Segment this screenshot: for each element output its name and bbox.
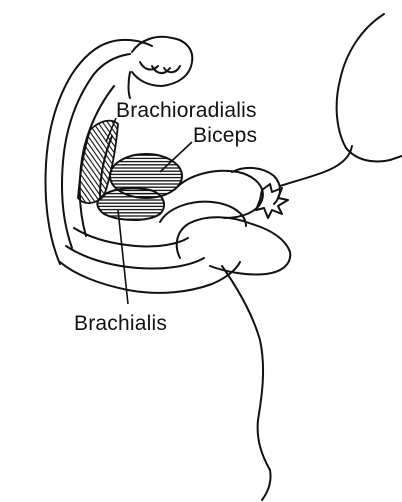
elbow-bulge bbox=[177, 217, 291, 274]
upper-arm-outline-mid bbox=[66, 246, 204, 269]
fist-knuckles bbox=[140, 62, 180, 73]
label-biceps: Biceps bbox=[193, 125, 257, 146]
torso-outline bbox=[337, 14, 402, 162]
fist-fold bbox=[129, 72, 131, 98]
upper-arm-outline-top bbox=[74, 228, 188, 247]
body-side-outline bbox=[222, 266, 271, 500]
brachialis-muscle bbox=[97, 188, 164, 220]
label-brachialis: Brachialis bbox=[74, 313, 167, 334]
shoulder-line bbox=[280, 146, 352, 186]
deltoid-lobe-3 bbox=[160, 202, 246, 226]
fist-outline bbox=[132, 37, 192, 86]
deltoid-lobe-1 bbox=[176, 171, 263, 218]
deltoid-lobe-2 bbox=[232, 168, 280, 204]
label-brachioradialis: Brachioradialis bbox=[116, 100, 257, 121]
